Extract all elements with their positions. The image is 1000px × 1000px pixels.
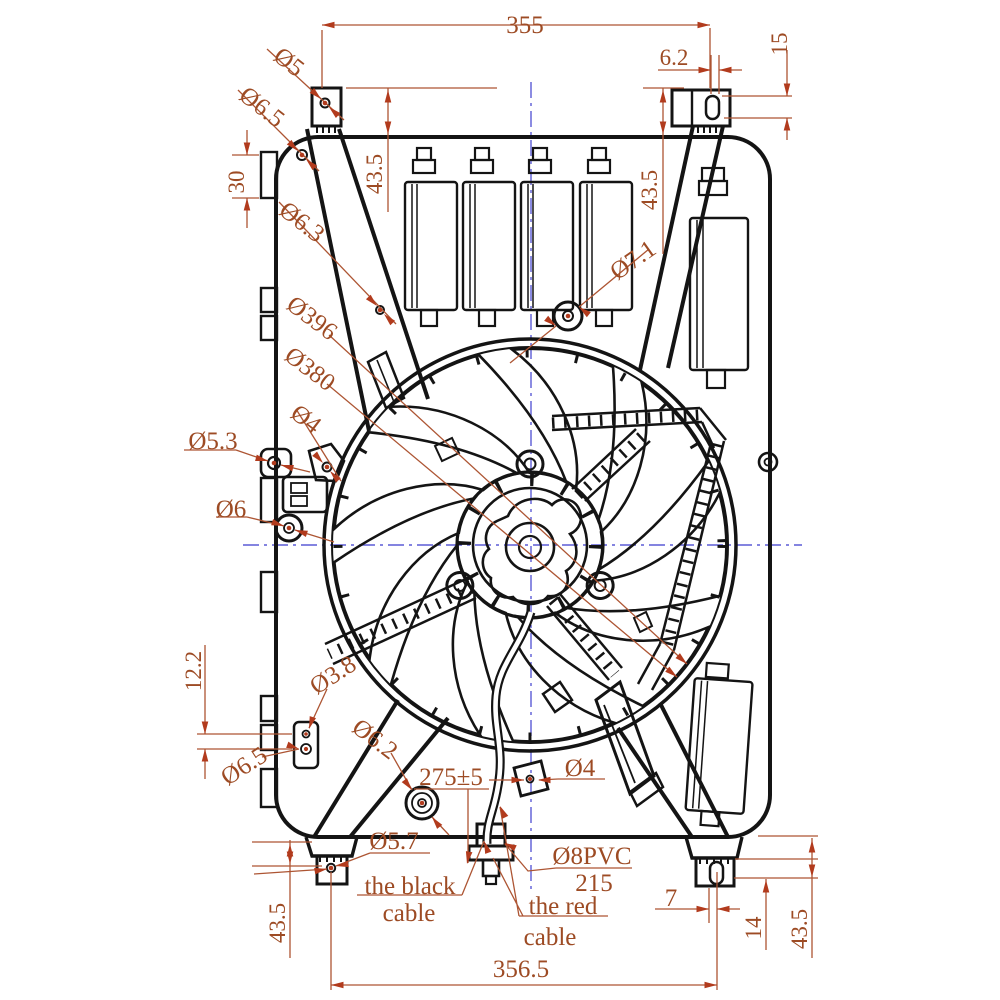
dim-cable-length: 275±5 <box>419 764 483 791</box>
dim-tab-drop-left: 43.5 <box>362 154 387 194</box>
dim-ring-outer: Ø396 <box>281 291 342 346</box>
dim-slot-offset: 6.2 <box>660 45 689 70</box>
fan-ring <box>322 337 738 753</box>
mount-pad <box>292 720 320 770</box>
note-black-cable-1: the black <box>365 873 456 900</box>
left-connector <box>259 442 346 543</box>
dim-bottom-right-offset: 7 <box>665 885 678 912</box>
dim-slot-height: 15 <box>767 33 792 56</box>
dim-pad-hole-small: Ø3.8 <box>305 651 361 701</box>
power-cable <box>482 610 536 845</box>
dimension-arrows <box>201 21 816 989</box>
note-red-cable-1: the red <box>529 893 598 920</box>
dim-bottom-drop-right: 43.5 <box>787 909 812 949</box>
connector-sleeve <box>541 679 665 808</box>
note-black-cable-2: cable <box>383 900 436 927</box>
dim-left-tab-height: 30 <box>224 171 249 194</box>
motor-mount-hole <box>552 300 584 332</box>
dim-cable-spec-length: 215 <box>575 870 613 897</box>
dim-top-width: 355 <box>506 12 544 39</box>
dim-leg-hole: Ø6.5 <box>234 82 289 134</box>
dim-bottom-slot-height: 14 <box>741 916 766 940</box>
dim-tab-hole: Ø5 <box>268 42 309 82</box>
shroud-body <box>259 86 779 888</box>
mount-tab-bottom-left <box>304 698 450 886</box>
note-red-cable-2: cable <box>524 924 577 951</box>
right-slat-lower <box>684 661 754 828</box>
support-bands <box>324 406 727 691</box>
dim-side-hole: Ø5.3 <box>188 428 237 455</box>
dim-bottom-width: 356.5 <box>493 956 549 983</box>
grommet-bottom <box>404 785 440 821</box>
mount-tab-top-right <box>638 88 732 371</box>
dimension-lines <box>184 21 818 990</box>
dim-bottom-drop-left: 43.5 <box>265 903 290 943</box>
top-slats <box>403 146 634 328</box>
motor-hub <box>445 449 615 620</box>
dim-pad-pitch: 12.2 <box>181 651 206 691</box>
right-slat-upper <box>688 166 750 390</box>
cable-clip <box>512 759 550 798</box>
dim-cable-clip-hole: Ø4 <box>565 755 596 782</box>
dim-bottom-tab-hole: Ø5.7 <box>369 828 418 855</box>
dim-tab-drop-right: 43.5 <box>637 170 662 210</box>
dim-cable-spec: Ø8PVC <box>552 843 631 870</box>
dim-grommet-left: Ø6 <box>216 496 247 523</box>
dim-clip-hole-left: Ø4 <box>285 399 326 439</box>
right-edge-hole <box>757 451 779 473</box>
left-edge-tabs <box>259 150 279 809</box>
mount-tab-top-left <box>296 86 430 432</box>
dim-ring-inner: Ø380 <box>279 342 340 397</box>
